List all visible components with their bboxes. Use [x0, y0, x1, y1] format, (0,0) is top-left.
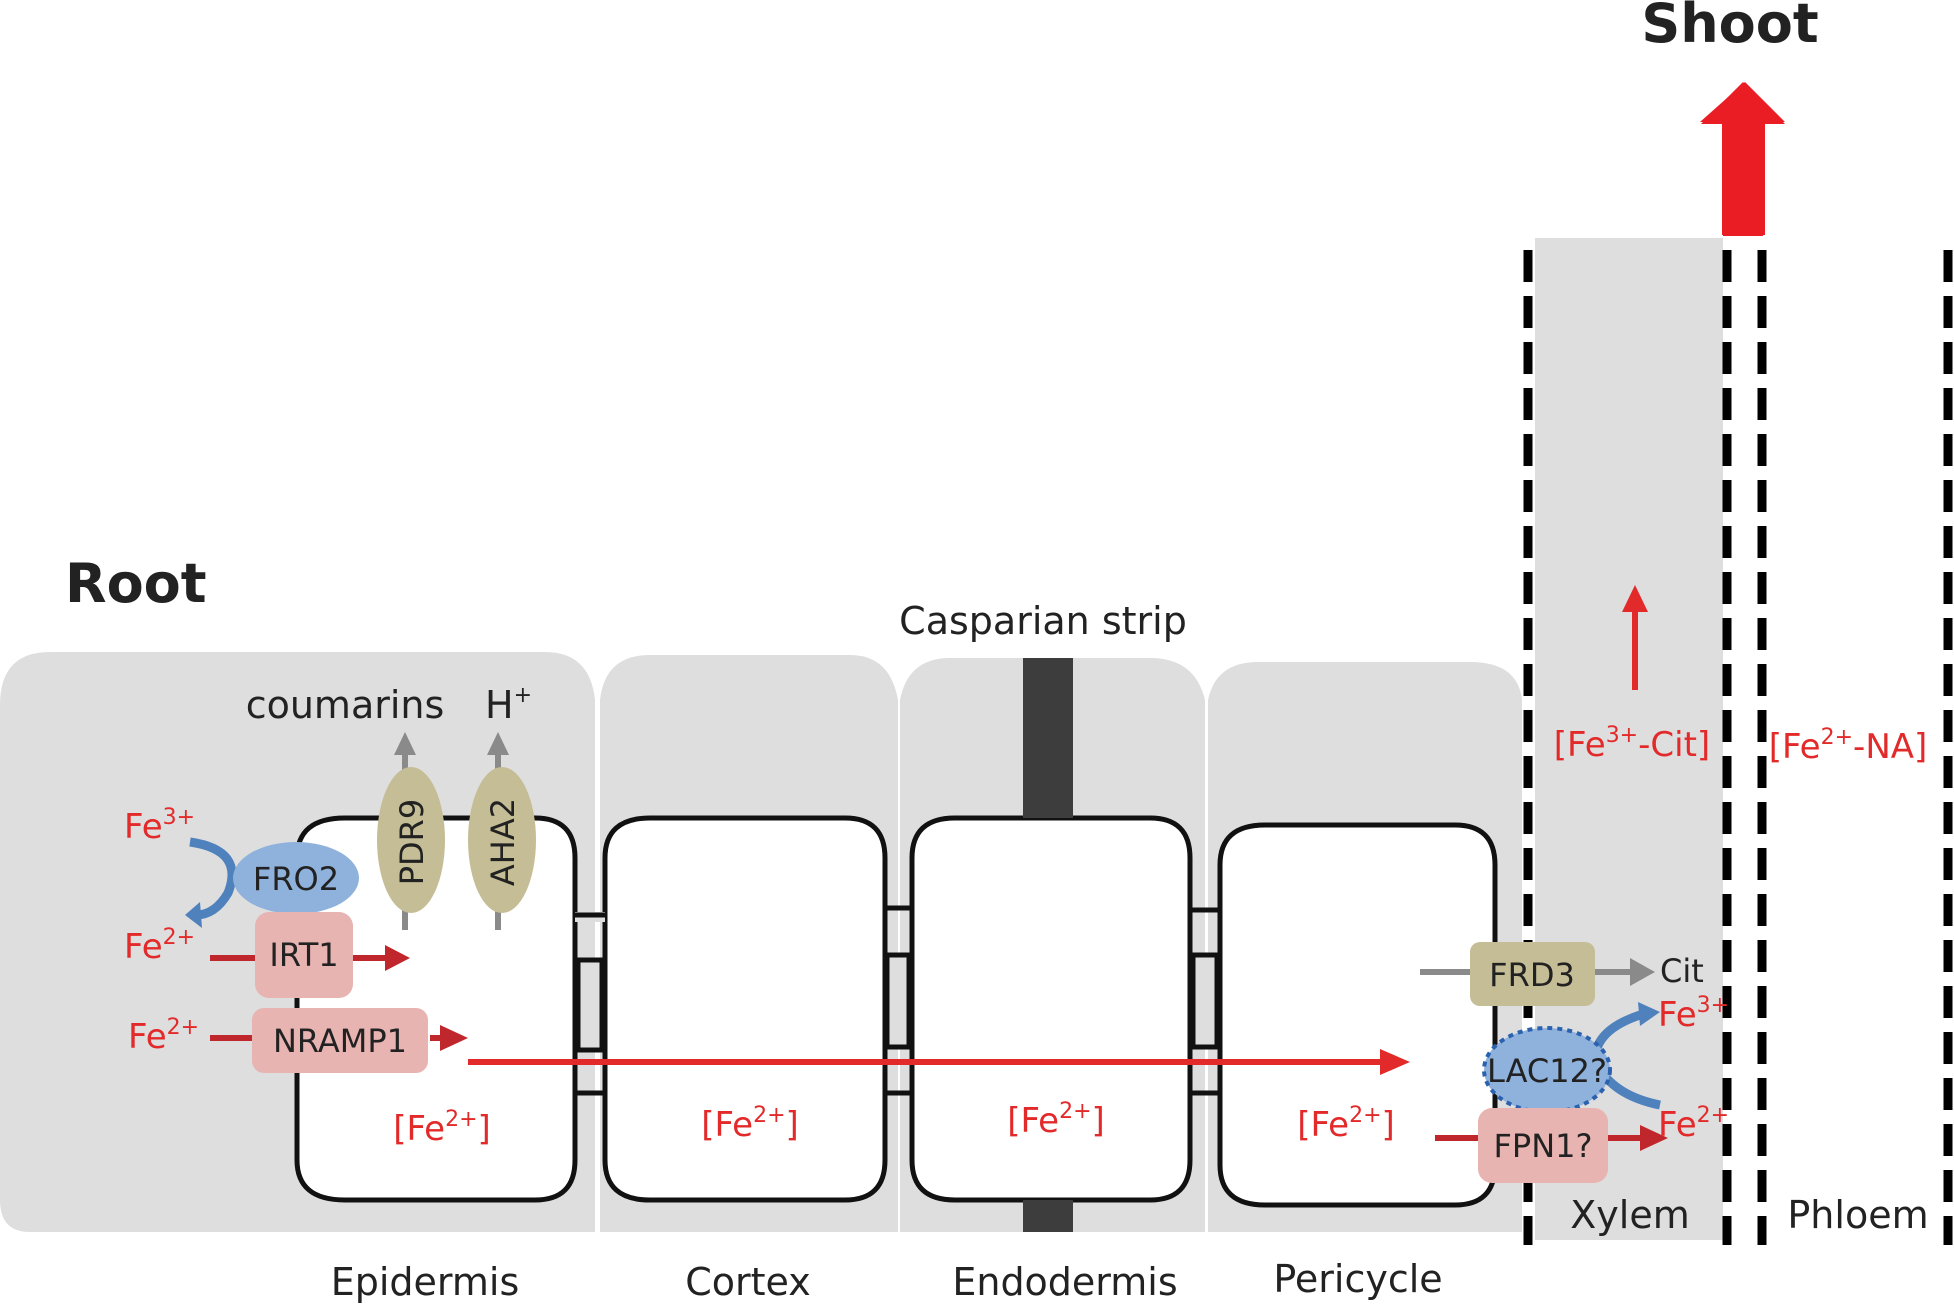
proton-label: H+	[485, 683, 532, 727]
fro2-label: FRO2	[253, 860, 339, 898]
fe2-pool-cortex: [Fe2+]	[701, 1103, 799, 1145]
lac12-label: LAC12?	[1487, 1052, 1607, 1090]
plasmodesmata	[575, 905, 1220, 1096]
fe2-nramp1-label: Fe2+	[128, 1015, 199, 1057]
fe3-citrate-label: [Fe3+-Cit]	[1554, 723, 1710, 765]
phloem-label: Phloem	[1787, 1193, 1928, 1237]
casparian-strip-label: Casparian strip	[899, 599, 1187, 643]
shoot-title: Shoot	[1641, 0, 1818, 55]
aha2-label: AHA2	[484, 798, 522, 886]
fe2-na-label: [Fe2+-NA]	[1769, 725, 1928, 767]
nramp1-label: NRAMP1	[273, 1022, 407, 1060]
fe2-pool-pericycle: [Fe2+]	[1297, 1103, 1395, 1145]
frd3-label: FRD3	[1489, 956, 1575, 994]
fe2-irt1-label: Fe2+	[124, 925, 195, 967]
layer-label-endodermis: Endodermis	[952, 1260, 1177, 1304]
fpn1-label: FPN1?	[1494, 1127, 1593, 1165]
fe2-pool-endodermis: [Fe2+]	[1007, 1099, 1105, 1141]
casparian-strip	[1023, 658, 1073, 1232]
layer-label-pericycle: Pericycle	[1273, 1257, 1442, 1301]
irt1-label: IRT1	[269, 936, 338, 974]
cell-outlines	[294, 815, 1498, 1208]
coumarins-label: coumarins	[246, 683, 445, 727]
uptake-arrows	[210, 945, 1668, 1151]
fe3-external-label: Fe3+	[124, 805, 195, 847]
citrate-label: Cit	[1660, 952, 1704, 990]
pdr9-label: PDR9	[393, 799, 431, 886]
fe3-xylem-label: Fe3+	[1658, 993, 1729, 1035]
xylem-label: Xylem	[1570, 1193, 1689, 1237]
fe2-pool-epidermis: [Fe2+]	[393, 1107, 491, 1149]
protein-shapes	[233, 767, 1612, 1183]
layer-label-cortex: Cortex	[685, 1260, 811, 1304]
fe2-xylem-label: Fe2+	[1658, 1103, 1729, 1145]
root-title: Root	[65, 552, 207, 615]
layer-label-epidermis: Epidermis	[331, 1260, 520, 1304]
